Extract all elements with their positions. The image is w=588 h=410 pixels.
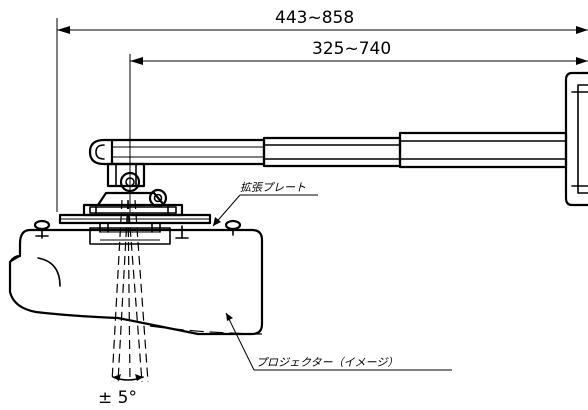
callout-extension-plate: 拡張プレート: [212, 181, 318, 227]
wall-plate: [564, 71, 588, 207]
mounting-bolt-mid: [175, 225, 189, 239]
telescopic-arm: [88, 131, 568, 188]
dimension-overall: 443~858: [56, 8, 588, 212]
callout-projector: プロジェクター（イメージ）: [225, 312, 452, 371]
dimension-arm-label: 325~740: [312, 39, 391, 59]
projector-label: プロジェクター（イメージ）: [256, 356, 398, 369]
tilt-arc: [112, 374, 144, 381]
tilt-angle-label: ± 5°: [98, 388, 137, 408]
dimension-arm: 325~740: [129, 39, 588, 212]
projector-body: [8, 228, 264, 336]
bracket-assembly: [58, 191, 212, 245]
extension-plate-label: 拡張プレート: [240, 181, 306, 194]
dimension-overall-label: 443~858: [275, 8, 354, 28]
tilt-knob-left: [119, 171, 141, 193]
mounting-bolt-right: [224, 219, 242, 236]
tilt-lines: [111, 199, 149, 383]
